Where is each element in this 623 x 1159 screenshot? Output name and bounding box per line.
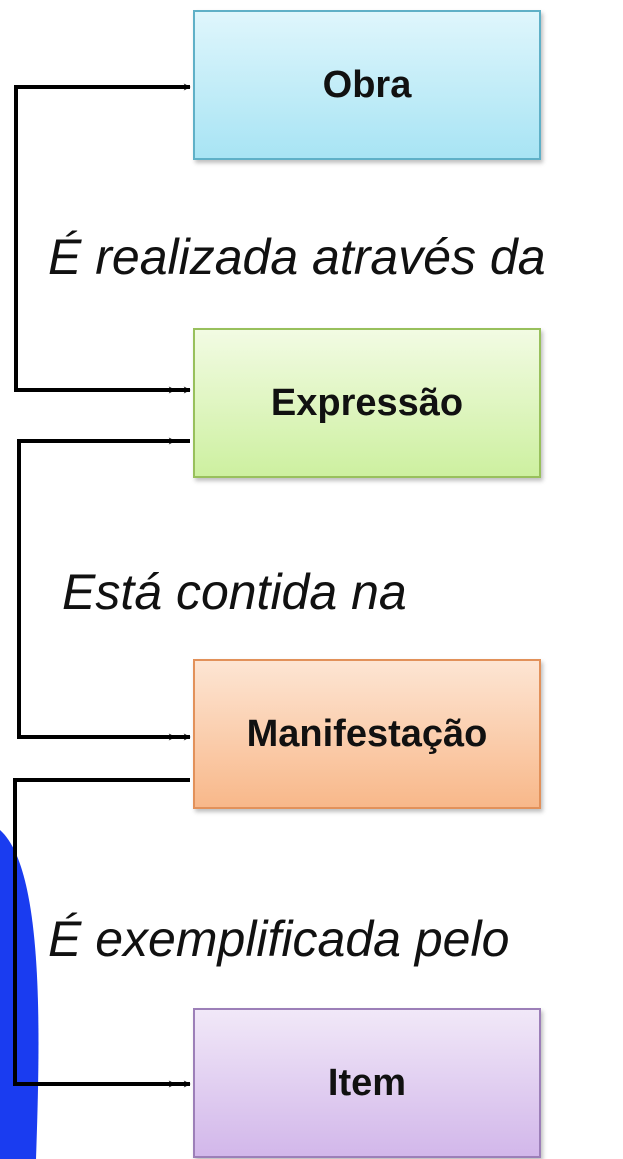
relation-label-manifestacao-item: É exemplificada pelo (48, 911, 510, 967)
entity-label-obra: Obra (322, 63, 412, 106)
relation-label-obra-expressao: É realizada através da (48, 229, 546, 285)
relation-label-expressao-manifestacao: Está contida na (62, 564, 407, 620)
connector-expressao-manifestacao (17, 439, 191, 741)
connector-obra-expressao (14, 85, 191, 394)
entity-label-expressao: Expressão (270, 381, 464, 424)
entity-box-expressao: Expressão (193, 328, 541, 478)
entity-label-manifestacao: Manifestação (246, 712, 488, 755)
connector-manifestacao-item (13, 778, 191, 1088)
blue-decoration (0, 830, 39, 1159)
entity-label-item: Item (327, 1061, 407, 1104)
entity-box-manifestacao: Manifestação (193, 659, 541, 809)
entity-box-item: Item (193, 1008, 541, 1158)
entity-box-obra: Obra (193, 10, 541, 160)
